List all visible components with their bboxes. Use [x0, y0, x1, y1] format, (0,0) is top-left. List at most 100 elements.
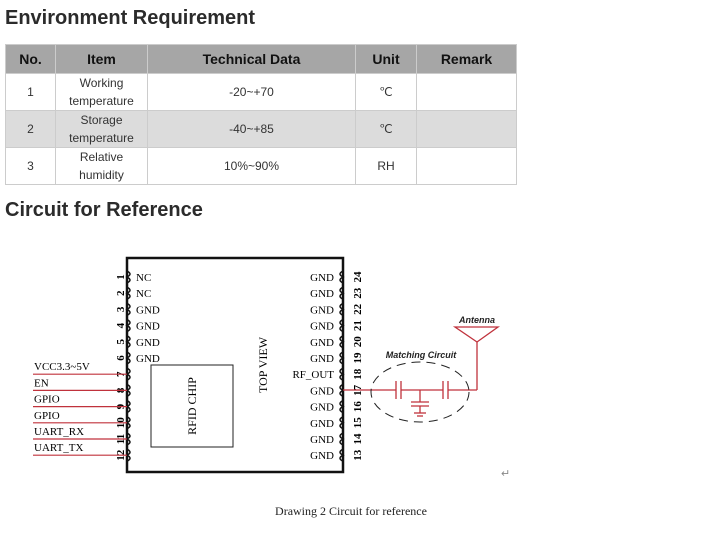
- pin-notch: [339, 448, 345, 462]
- pin-number: 4: [115, 322, 127, 328]
- pin-number: 21: [352, 320, 364, 331]
- pin-notch: [339, 367, 345, 381]
- pin-notch: [339, 286, 345, 300]
- pin-number: 16: [352, 401, 364, 413]
- environment-heading: Environment Requirement: [5, 7, 256, 29]
- pin-notch: [339, 399, 345, 414]
- pin-label: GND: [310, 272, 334, 284]
- pin-notch: [339, 318, 345, 333]
- table-row: 1 Working temperature -20~+70 ℃: [5, 73, 517, 111]
- signal-label: UART_RX: [34, 426, 84, 438]
- pin-label: GND: [310, 304, 334, 316]
- signal-label: VCC3.3~5V: [34, 361, 90, 373]
- pin-number: 15: [352, 417, 364, 429]
- matching-boundary: [370, 361, 470, 423]
- pin-number: 6: [115, 355, 127, 361]
- matching-label: Matching Circuit: [386, 350, 458, 360]
- pin-label: GND: [310, 353, 334, 365]
- table-row: 3 Relative humidity 10%~90% RH: [5, 147, 517, 185]
- environment-table: No. Item Technical Data Unit Remark 1 Wo…: [5, 44, 517, 185]
- item-line: Working: [79, 76, 124, 90]
- pin-label: NC: [136, 272, 151, 284]
- signal-label: UART_TX: [34, 442, 84, 454]
- cell-no: 3: [5, 147, 56, 185]
- cell-no: 1: [5, 73, 56, 111]
- signal-label: EN: [34, 377, 49, 389]
- pin-label: GND: [136, 353, 160, 365]
- table-row: 2 Storage temperature -40~+85 ℃: [5, 110, 517, 148]
- pin-notch: [125, 318, 131, 333]
- pin-number: 20: [352, 336, 364, 348]
- pin-label: NC: [136, 288, 151, 300]
- pin-number: 23: [352, 287, 364, 299]
- col-no: No.: [5, 44, 56, 74]
- pin-notch: [125, 286, 131, 300]
- pin-notch: [125, 302, 131, 317]
- signal-label: GPIO: [34, 410, 60, 422]
- cell-unit: ℃: [355, 73, 417, 111]
- top-view-label: TOP VIEW: [256, 336, 270, 393]
- antenna-icon: [452, 326, 501, 343]
- pin-notch: [339, 335, 345, 349]
- cell-unit: ℃: [355, 110, 417, 148]
- signal-label: GPIO: [34, 394, 60, 406]
- pin-notch: [339, 302, 345, 317]
- pin-notch: [125, 335, 131, 349]
- cell-item: Storage temperature: [55, 110, 148, 148]
- cell-remark: [416, 147, 517, 185]
- pin-label: GND: [310, 402, 334, 414]
- cell-item: Working temperature: [55, 73, 148, 111]
- figure-caption: Drawing 2 Circuit for reference: [275, 504, 427, 518]
- pin-number: 14: [352, 433, 364, 445]
- chip-label: RFID CHIP: [185, 377, 199, 435]
- module-outline: [125, 256, 345, 474]
- cell-unit: RH: [355, 147, 417, 185]
- cell-item: Relative humidity: [55, 147, 148, 185]
- pin-label: GND: [136, 304, 160, 316]
- matching-circuit: [343, 326, 501, 417]
- antenna-label: Antenna: [458, 315, 495, 325]
- cell-no: 2: [5, 110, 56, 148]
- cell-data: -20~+70: [147, 73, 356, 111]
- cell-remark: [416, 73, 517, 111]
- pin-label: RF_OUT: [292, 369, 334, 381]
- cell-remark: [416, 110, 517, 148]
- pin-notch: [339, 416, 345, 430]
- item-line: Relative: [79, 150, 124, 164]
- col-technical-data: Technical Data: [147, 44, 356, 74]
- rfid-chip-box: [150, 364, 234, 448]
- pin-label: GND: [310, 288, 334, 300]
- pin-number: 2: [115, 290, 127, 296]
- pin-number: 22: [352, 303, 364, 315]
- item-line: humidity: [79, 168, 124, 182]
- item-line: temperature: [69, 94, 134, 108]
- col-unit: Unit: [355, 44, 417, 74]
- pin-number: 19: [352, 352, 364, 364]
- pin-label: GND: [310, 418, 334, 430]
- col-remark: Remark: [416, 44, 517, 74]
- pin-notch: [339, 351, 345, 365]
- item-line: temperature: [69, 131, 134, 145]
- cell-data: 10%~90%: [147, 147, 356, 185]
- pin-label: GND: [310, 337, 334, 349]
- pin-label: GND: [310, 321, 334, 333]
- circuit-heading: Circuit for Reference: [5, 199, 203, 221]
- pin-notch: [125, 270, 131, 284]
- return-mark: ↵: [501, 468, 511, 480]
- item-line: Storage: [80, 113, 123, 127]
- pin-label: GND: [310, 434, 334, 446]
- cell-data: -40~+85: [147, 110, 356, 148]
- pin-notch: [125, 351, 131, 365]
- pin-label: GND: [310, 450, 334, 462]
- pin-label: GND: [136, 321, 160, 333]
- pin-number: 5: [115, 339, 127, 345]
- pin-notch: [339, 432, 345, 446]
- pin-number: 3: [115, 306, 127, 312]
- pin-number: 18: [352, 368, 364, 380]
- pin-number: 13: [352, 449, 364, 461]
- pin-notch: [339, 270, 345, 284]
- pin-label: GND: [310, 385, 334, 397]
- col-item: Item: [55, 44, 148, 74]
- pin-number: 24: [352, 271, 364, 283]
